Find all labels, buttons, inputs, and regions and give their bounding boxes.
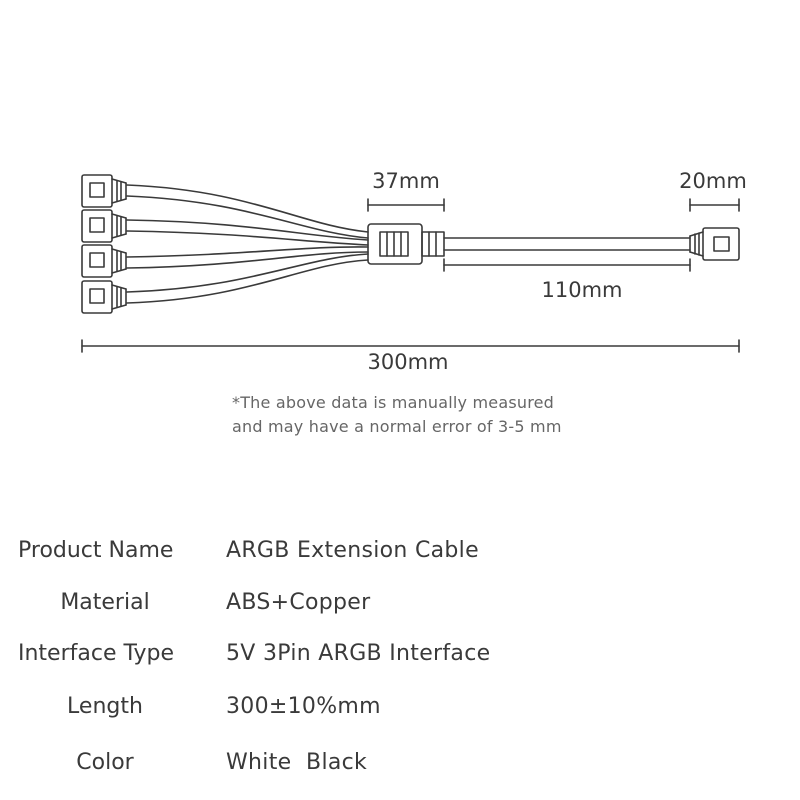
dim-label-37mm: 37mm (372, 169, 440, 193)
dim-label-20mm: 20mm (679, 169, 747, 193)
dimension-37mm (367, 198, 445, 212)
spec-label: Color (76, 750, 134, 775)
splitter-hub (367, 223, 445, 265)
spec-value: 5V 3Pin ARGB Interface (226, 641, 491, 666)
dimension-300mm (81, 339, 740, 353)
spec-label: Length (67, 694, 143, 719)
dim-label-110mm: 110mm (542, 278, 623, 302)
spec-value: 300±10%mm (226, 694, 381, 719)
spec-value: ABS+Copper (226, 590, 371, 615)
spec-row-product-name: Product Name ARGB Extension Cable (0, 538, 800, 578)
measurement-note: *The above data is manually measured and… (232, 391, 562, 439)
left-connector-1 (81, 174, 127, 208)
right-connector (689, 227, 740, 261)
spec-row-material: Material ABS+Copper (0, 590, 800, 630)
dimension-20mm (689, 198, 740, 212)
spec-label: Interface Type (18, 641, 175, 666)
left-connector-3 (81, 244, 127, 278)
dim-label-300mm: 300mm (368, 350, 449, 374)
spec-value: White Black (226, 750, 368, 775)
main-cable (443, 237, 691, 251)
spec-label: Material (60, 590, 150, 615)
cable-diagram: 37mm 20mm 110mm 300mm (81, 169, 747, 374)
spec-label: Product Name (18, 538, 174, 563)
left-connector-2 (81, 209, 127, 243)
spec-value: ARGB Extension Cable (226, 538, 479, 563)
spec-row-color: Color White Black (0, 750, 800, 790)
spec-row-length: Length 300±10%mm (0, 694, 800, 734)
left-connector-4 (81, 280, 127, 314)
spec-row-interface-type: Interface Type 5V 3Pin ARGB Interface (0, 641, 800, 681)
note-line-1: *The above data is manually measured (232, 393, 555, 412)
note-line-2: and may have a normal error of 3-5 mm (232, 417, 562, 436)
branch-cables (126, 184, 369, 304)
dimension-110mm (443, 258, 691, 272)
